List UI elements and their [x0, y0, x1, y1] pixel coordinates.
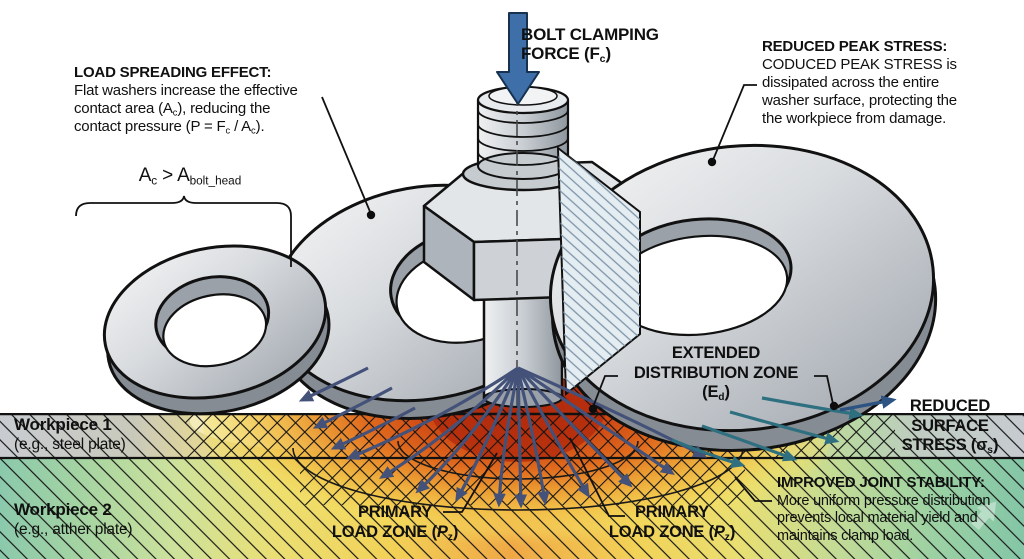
leader-dots — [366, 157, 839, 414]
leader-lines — [75, 84, 834, 517]
workpiece1-label: Workpiece 1 (e.g., steel plate) — [14, 415, 126, 454]
workpiece2-name: Workpiece 2 — [14, 500, 112, 519]
watermark-arrow — [971, 501, 997, 530]
improved-stability-heading: IMPROVED JOINT STABILITY: — [777, 474, 985, 491]
washer-small — [102, 244, 331, 416]
area-formula-label: Ac > Abolt_head — [138, 165, 242, 188]
improved-stability-label: IMPROVED JOINT STABILITY: More uniform p… — [777, 474, 991, 544]
bolt-clamping-arrow — [496, 12, 540, 105]
workpiece1-example: (e.g., steel plate) — [14, 436, 126, 453]
bolt-clamping-force-label: BOLT CLAMPING FORCE (Fc) — [521, 25, 659, 65]
area-brace — [75, 195, 292, 267]
primary-load-zone-right-label: PRIMARY LOAD ZONE (Pz) — [608, 503, 736, 543]
reduced-surface-stress-label: REDUCED SURFACE STRESS (σs) — [901, 397, 999, 456]
load-spreading-heading: LOAD SPREADING EFFECT: — [74, 64, 272, 81]
primary-load-zone-left-label: PRIMARY LOAD ZONE (Pz) — [331, 503, 459, 543]
washer-large — [548, 143, 938, 453]
workpiece1-name: Workpiece 1 — [14, 415, 112, 434]
reduced-peak-heading: REDUCED PEAK STRESS: — [762, 38, 948, 55]
extended-zone-label: EXTENDED DISTRIBUTION ZONE (Ed) — [633, 344, 799, 403]
load-spreading-label: LOAD SPREADING EFFECT: Flat washers incr… — [74, 64, 298, 136]
hatch-cross-wp2 — [300, 458, 745, 505]
reduced-peak-stress-label: REDUCED PEAK STRESS: CODUCED PEAK STRESS… — [762, 38, 957, 127]
distribution-arrows — [671, 396, 864, 468]
workpiece2-label: Workpiece 2 (e.g., atther plate) — [14, 500, 133, 539]
workpiece2-example: (e.g., atther plate) — [14, 521, 133, 538]
surface-stress-arrow — [839, 395, 897, 412]
bolt-force-line1: BOLT CLAMPING — [521, 25, 659, 44]
washer-section-hatch — [556, 145, 641, 397]
bolt-threads — [461, 85, 585, 192]
